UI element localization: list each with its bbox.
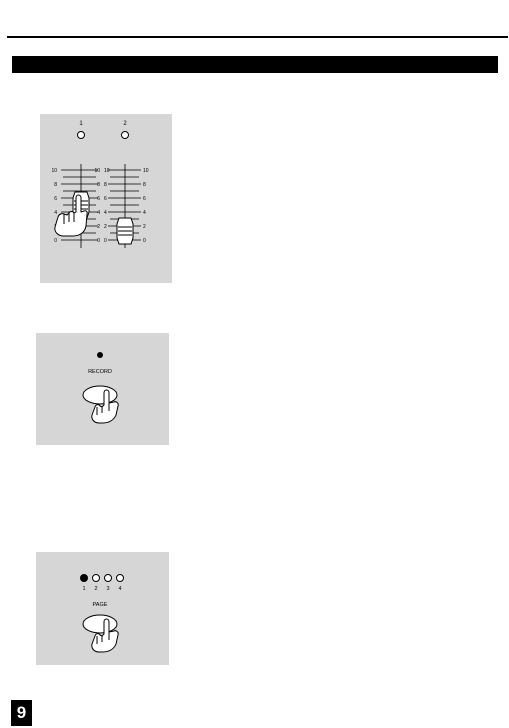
hand-pointer-icon	[91, 618, 119, 653]
scale-right-0: 0	[143, 238, 146, 244]
top-rule	[7, 36, 508, 38]
scale-mid-b-10: 10	[104, 168, 110, 174]
page-number: 9	[16, 703, 27, 722]
page-led-2	[92, 574, 100, 582]
page-led-1	[80, 574, 88, 582]
scale-left-0: 0	[54, 238, 57, 244]
fader-panel-illustration: 1 2 10 8 6 4 2 0 10 8 6 4 2 0 10 8 6 4 2…	[40, 114, 172, 283]
page-led-label-1: 1	[82, 586, 85, 592]
scale-mid-a-2: 2	[97, 224, 100, 230]
scale-right-8: 8	[143, 182, 146, 188]
scale-mid-b-0: 0	[104, 238, 107, 244]
page-led-label-3: 3	[106, 586, 109, 592]
page-led-3	[104, 574, 112, 582]
scale-right-10: 10	[143, 168, 149, 174]
channel-2-led	[121, 131, 129, 139]
fader-2-knob	[116, 217, 134, 245]
page-label: PAGE	[93, 602, 108, 608]
section-header-bar	[12, 56, 498, 73]
scale-mid-b-2: 2	[104, 224, 107, 230]
page-panel-illustration: 1 2 3 4 PAGE	[36, 552, 169, 665]
record-panel-illustration: RECORD	[36, 333, 169, 445]
scale-mid-b-6: 6	[104, 196, 107, 202]
scale-mid-a-8: 8	[97, 182, 100, 188]
record-button	[82, 385, 118, 405]
record-led	[97, 352, 103, 358]
page-button	[82, 614, 118, 634]
record-label: RECORD	[88, 369, 112, 375]
scale-mid-b-4: 4	[104, 210, 107, 216]
channel-1-led	[77, 131, 85, 139]
scale-right-2: 2	[143, 224, 146, 230]
scale-left-4: 4	[54, 210, 57, 216]
scale-right-6: 6	[143, 196, 146, 202]
hand-pointer-icon	[54, 194, 88, 237]
channel-2-label: 2	[123, 121, 127, 127]
scale-mid-a-6: 6	[97, 196, 100, 202]
scale-mid-a-4: 4	[97, 210, 100, 216]
scale-left-6: 6	[54, 196, 57, 202]
scale-left-10: 10	[51, 168, 57, 174]
scale-left-8: 8	[54, 182, 57, 188]
scale-mid-a-0: 0	[97, 238, 100, 244]
channel-1-label: 1	[79, 121, 83, 127]
scale-right-4: 4	[143, 210, 146, 216]
page-led-4	[116, 574, 124, 582]
page-led-label-4: 4	[118, 586, 121, 592]
page-number-badge: 9	[11, 700, 32, 726]
scale-mid-a-10: 10	[94, 168, 100, 174]
hand-pointer-icon	[91, 389, 119, 424]
scale-mid-b-8: 8	[104, 182, 107, 188]
page-led-label-2: 2	[94, 586, 97, 592]
